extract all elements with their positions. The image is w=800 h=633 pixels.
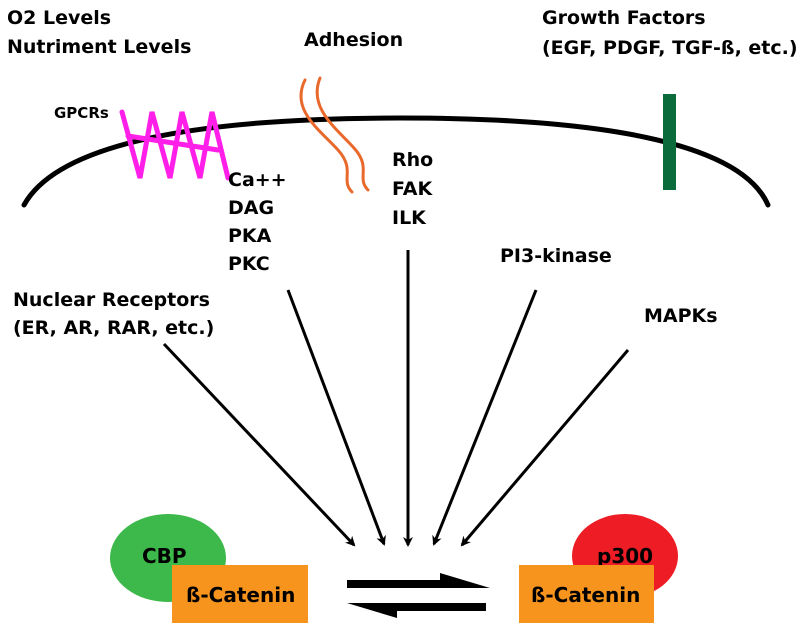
ca-label: Ca++: [228, 169, 287, 191]
pka-label: PKA: [228, 225, 272, 247]
catenin-right-box: [519, 565, 654, 623]
catenin-left-box: [172, 565, 308, 623]
nuclear-receptors-list-label: (ER, AR, RAR, etc.): [13, 317, 214, 339]
cbp-label: CBP: [142, 544, 187, 568]
forward-harpoon: [347, 573, 490, 588]
gpcrs-label: GPCRs: [54, 104, 109, 122]
catenin-left-label: ß-Catenin: [186, 583, 295, 607]
fak-label: FAK: [392, 178, 434, 200]
o2-levels-label: O2 Levels: [7, 7, 111, 29]
adhesion-label: Adhesion: [304, 29, 403, 51]
arrow-nuclear-receptors: [162, 342, 356, 547]
ilk-label: ILK: [392, 207, 427, 229]
dag-label: DAG: [228, 197, 274, 219]
nutriment-levels-label: Nutriment Levels: [7, 36, 191, 58]
equilibrium-arrows: [347, 573, 490, 618]
cell-membrane: [21, 115, 771, 208]
pi3k-label: PI3-kinase: [500, 245, 612, 267]
arrow-gpcr-effectors: [286, 289, 386, 546]
rho-label: Rho: [392, 149, 433, 171]
growth-factors-list-label: (EGF, PDGF, TGF-ß, etc.): [542, 37, 798, 59]
mapks-label: MAPKs: [644, 305, 718, 327]
p300-label: p300: [597, 544, 653, 568]
adhesion-molecule-icon: [299, 76, 370, 194]
nuclear-receptors-label: Nuclear Receptors: [13, 289, 210, 311]
gpcr-coil-icon: [119, 109, 231, 181]
arrow-mapks: [460, 349, 630, 547]
growth-factors-label: Growth Factors: [542, 7, 706, 29]
signaling-arrows: [162, 250, 630, 547]
catenin-right-label: ß-Catenin: [531, 583, 640, 607]
reverse-harpoon: [347, 603, 486, 618]
growth-factor-receptor-icon: [663, 94, 676, 190]
pkc-label: PKC: [228, 253, 270, 275]
arrow-pi3k: [432, 289, 538, 546]
